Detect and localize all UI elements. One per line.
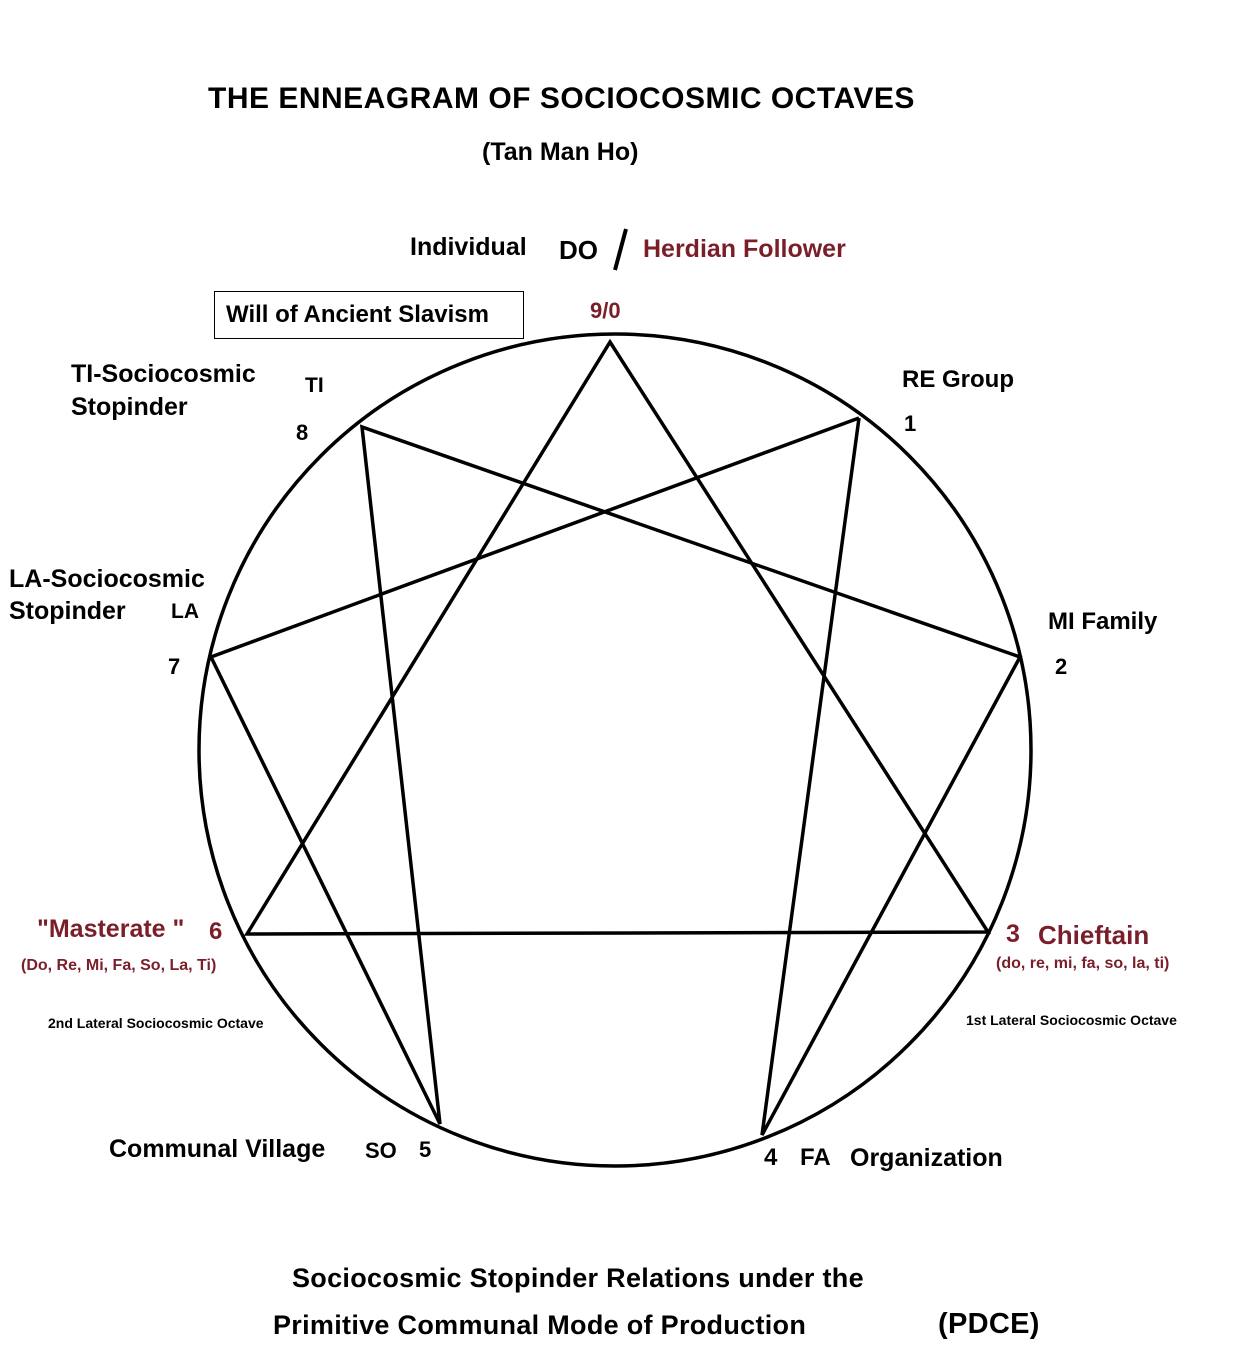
- herdian-follower-label: Herdian Follower: [643, 235, 846, 263]
- point-4-number: 4: [764, 1144, 778, 1171]
- hexad-line: [208, 416, 1023, 1136]
- point-7-label-line1: LA-Sociocosmic: [9, 565, 205, 593]
- point-6-label: "Masterate ": [37, 915, 185, 943]
- point-6-number: 6: [209, 918, 223, 945]
- do-note: DO: [559, 235, 598, 265]
- enneagram-circle: [197, 332, 1033, 1168]
- point-5-label: Communal Village: [109, 1135, 326, 1163]
- footer-line-2: Primitive Communal Mode of Production: [273, 1310, 807, 1340]
- point-8-label-line1: TI-Sociocosmic: [71, 360, 256, 388]
- point-2-number: 2: [1055, 654, 1068, 679]
- point-7-note: LA: [171, 600, 199, 623]
- point-7-number: 7: [168, 654, 181, 679]
- point-4-note: FA: [800, 1144, 831, 1171]
- point-8-number: 8: [296, 420, 309, 445]
- will-of-ancient-slavism-box: Will of Ancient Slavism: [214, 291, 524, 339]
- point-8-label-line2: Stopinder: [71, 393, 188, 421]
- point-3-label: Chieftain: [1038, 920, 1150, 950]
- do-slash: [613, 228, 628, 271]
- point-8-note: TI: [305, 374, 324, 397]
- point-3-octave: 1st Lateral Sociocosmic Octave: [966, 1012, 1177, 1028]
- point-5-note: SO: [365, 1138, 397, 1163]
- point-1-number: 1: [904, 411, 917, 436]
- point-1-label: RE Group: [902, 366, 1014, 393]
- point-5-number: 5: [419, 1137, 432, 1162]
- point-4-label: Organization: [850, 1144, 1003, 1172]
- footer-line-1: Sociocosmic Stopinder Relations under th…: [292, 1263, 864, 1293]
- footer-abbr: (PDCE): [938, 1308, 1040, 1340]
- point-6-notes: (Do, Re, Mi, Fa, So, La, Ti): [21, 957, 217, 974]
- will-of-ancient-slavism-label: Will of Ancient Slavism: [226, 301, 489, 328]
- inner-triangle: [243, 338, 992, 936]
- author-subtitle: (Tan Man Ho): [482, 138, 639, 166]
- point-3-notes: (do, re, mi, fa, so, la, ti): [996, 955, 1170, 972]
- page-title: THE ENNEAGRAM OF SOCIOCOSMIC OCTAVES: [208, 82, 915, 115]
- point-3-number: 3: [1006, 920, 1020, 948]
- point-7-label-line2: Stopinder: [9, 597, 126, 625]
- individual-label: Individual: [410, 233, 527, 261]
- point-6-octave: 2nd Lateral Sociocosmic Octave: [48, 1015, 264, 1031]
- point-2-label: MI Family: [1048, 608, 1158, 635]
- point-9-0: 9/0: [590, 298, 621, 323]
